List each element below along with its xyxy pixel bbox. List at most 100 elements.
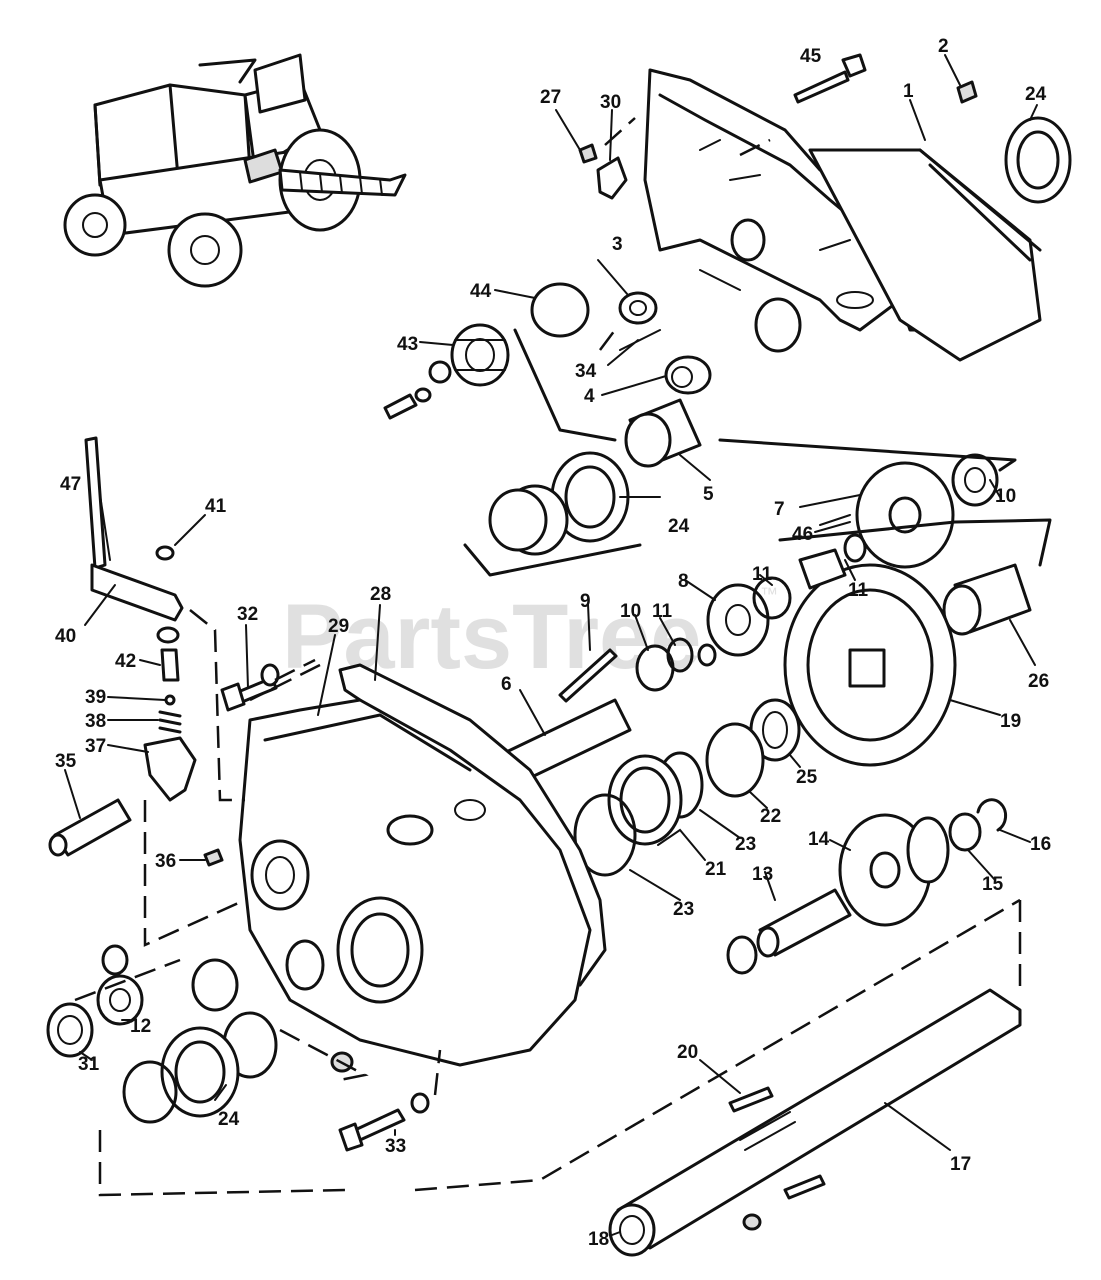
callout-16: 16: [1030, 834, 1051, 855]
callout-44: 44: [470, 281, 492, 302]
shaft-13: [726, 888, 852, 975]
callout-23-lower: 23: [673, 899, 694, 920]
ring-23-left: [573, 793, 637, 877]
callout-38: 38: [85, 711, 106, 732]
callout-9: 9: [580, 591, 591, 612]
seal-24-top: [1004, 116, 1072, 204]
bolt-33: [330, 1051, 430, 1152]
bearing-5: [624, 398, 702, 468]
bearing-4: [664, 355, 712, 395]
callout-10-top: 10: [995, 486, 1016, 507]
callout-15: 15: [982, 874, 1004, 895]
axle-17: [608, 988, 1022, 1257]
callout-40: 40: [55, 626, 76, 647]
callout-2: 2: [938, 36, 949, 57]
watermark-trademark: ™: [760, 584, 778, 604]
sleeve-26: [942, 563, 1032, 636]
callout-1: 1: [903, 81, 914, 102]
callout-6: 6: [501, 674, 512, 695]
callout-10-lower: 10: [620, 601, 641, 622]
spring-12-top: [101, 944, 129, 976]
callout-27: 27: [540, 87, 561, 108]
seal-24-lower: [122, 1026, 240, 1124]
key-20: [728, 1086, 774, 1113]
callout-12: 12: [130, 1016, 151, 1037]
callout-36: 36: [155, 851, 176, 872]
leader-lines: [64, 54, 1038, 1236]
callout-5: 5: [703, 484, 714, 505]
shift-shaft-35: [48, 798, 132, 857]
pin-36: [203, 848, 224, 867]
clip-11-small: [697, 643, 717, 667]
callout-13: 13: [752, 864, 773, 885]
seal-21: [607, 754, 683, 846]
callout-11-upper: 11: [752, 564, 773, 585]
callout-14: 14: [808, 829, 830, 850]
callout-28: 28: [370, 584, 391, 605]
callout-31: 31: [78, 1054, 100, 1075]
callout-35: 35: [55, 751, 77, 772]
callout-24-lower: 24: [218, 1109, 240, 1130]
callout-42: 42: [115, 651, 136, 672]
ball-39: [164, 694, 176, 706]
bolt-32: [220, 663, 280, 712]
bolt-45: [793, 53, 867, 104]
spring-38: [158, 710, 182, 734]
gear-19: [783, 563, 957, 767]
callout-19: 19: [1000, 711, 1021, 732]
callout-30: 30: [600, 92, 621, 113]
clip-11-upper: [843, 533, 867, 563]
callout-29: 29: [328, 616, 349, 637]
callout-11-lower: 11: [652, 601, 673, 622]
lower-transmission-housing: [238, 698, 592, 1067]
clip-16: [976, 798, 1008, 832]
callout-21: 21: [705, 859, 727, 880]
callout-7: 7: [774, 499, 785, 520]
callout-37: 37: [85, 736, 106, 757]
detent-42: [156, 626, 180, 682]
callout-3: 3: [612, 234, 623, 255]
tractor-illustration: [63, 53, 407, 288]
callout-33: 33: [385, 1136, 406, 1157]
key-17-lower: [783, 1174, 826, 1200]
bearing-near-31: [191, 958, 239, 1012]
washer-43: [428, 360, 452, 384]
bracket-lines: [463, 328, 1052, 577]
callout-39: 39: [85, 687, 106, 708]
callout-45: 45: [800, 46, 822, 67]
bearing-3: [618, 291, 658, 325]
plug-2: [956, 80, 978, 104]
gear-7: [855, 461, 955, 569]
gear-43: [450, 323, 510, 387]
callout-22: 22: [760, 806, 781, 827]
shift-rod-40: [90, 563, 184, 622]
callout-43: 43: [397, 334, 418, 355]
shift-lever-47: [84, 436, 107, 570]
callout-46: 46: [792, 524, 813, 545]
callout-24-top: 24: [1025, 84, 1047, 105]
clip-41: [155, 545, 175, 561]
callout-34: 34: [575, 361, 597, 382]
callout-47: 47: [60, 474, 81, 495]
callout-18: 18: [588, 1229, 609, 1250]
assembly-lines: [74, 117, 1022, 1197]
callout-labels: 1 2 3 4 5 6 7 8 9 10 10 11 11 11 12 13 1…: [55, 36, 1051, 1250]
callout-20: 20: [677, 1042, 698, 1063]
gear-8: [706, 576, 792, 657]
seal-10-top: [951, 453, 999, 507]
callout-4: 4: [584, 386, 595, 407]
shift-fork-37: [143, 736, 197, 802]
key-9: [558, 648, 618, 703]
fitting-27: [578, 143, 598, 164]
callout-23-upper: 23: [735, 834, 756, 855]
set-screw-18: [742, 1213, 762, 1231]
callout-8: 8: [678, 571, 689, 592]
gear-14: [838, 813, 950, 927]
callout-32: 32: [237, 604, 258, 625]
callout-25: 25: [796, 767, 818, 788]
callout-24-middle: 24: [668, 516, 690, 537]
bushing-19: [798, 548, 847, 590]
upper-transmission-housing: [643, 68, 1042, 362]
